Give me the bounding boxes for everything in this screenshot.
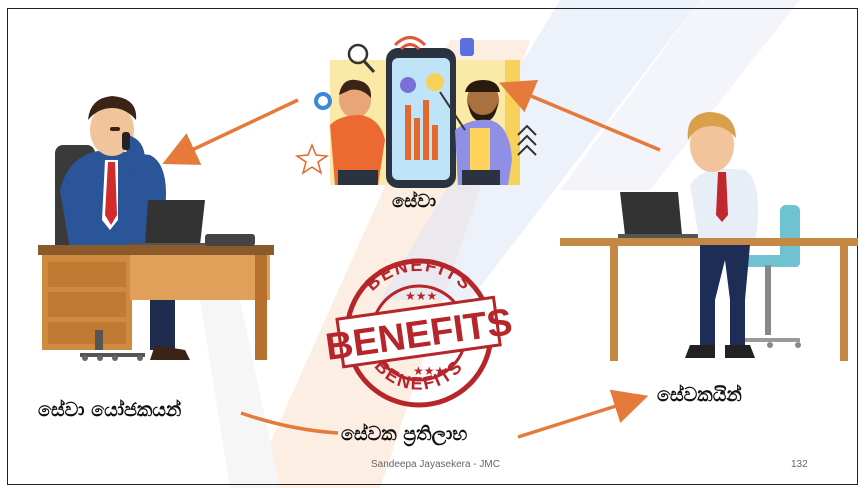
stamp-banner (335, 295, 502, 369)
employers-label: සේවා යෝජකයන් (38, 399, 182, 421)
benefits-label: සේවක ප්‍රතිලාභ (341, 423, 468, 445)
slide-frame (7, 8, 858, 485)
stamp-stars-bottom: ★★★ (413, 364, 445, 378)
watermark-stripe-blue-2 (560, 0, 800, 190)
arrow-to-service (499, 79, 661, 152)
footer-author: Sandeepa Jayasekera - JMC (371, 459, 500, 470)
employees-label: සේවකයින් (657, 384, 742, 406)
page-number: 132 (791, 459, 808, 470)
arrow-to-employer (162, 98, 299, 165)
watermark-stripe-grey (200, 300, 280, 488)
arrow-benefits-to-employees (517, 389, 649, 439)
arrow-employer-to-benefits (240, 411, 339, 435)
stamp-stars-top: ★★★ (405, 289, 437, 303)
service-label: සේවා (392, 191, 437, 212)
watermark-stripe-blue (380, 0, 700, 300)
